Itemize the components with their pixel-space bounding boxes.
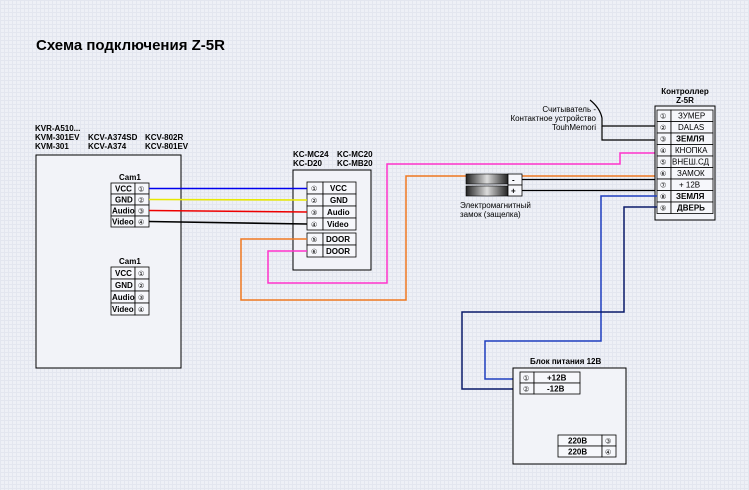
monitor-gnd: GND [330, 196, 348, 205]
model-kcv-a374sd: KCV-A374SD [88, 133, 138, 142]
cam1-a-num-2: ② [138, 197, 144, 205]
ctrl-num-1: ① [660, 113, 666, 121]
cam1-a-audio: Audio [112, 207, 135, 216]
diagram-title: Схема подключения Z-5R [36, 37, 225, 54]
ctrl-num-2: ② [660, 124, 666, 132]
monitor-audio: Audio [327, 208, 350, 217]
ctrl-num-9: ⑨ [660, 205, 666, 213]
psu-220-1: 220В [568, 437, 587, 446]
cam1-a-num-3: ③ [138, 208, 144, 216]
camera-box [35, 154, 182, 369]
monitor-models: KC-MC24 KC-MC20 KC-D20 KC-MB20 [293, 150, 373, 168]
psu-minus12: -12В [547, 385, 565, 394]
wire-door-orange [240, 175, 657, 301]
wire-door-magenta [267, 152, 657, 284]
monitor-model-kc-mc20: KC-MC20 [337, 150, 373, 159]
psu-num-2: ② [523, 386, 529, 394]
reader-line-2: Контактное устройство [510, 114, 596, 123]
cam1-a-vcc: VCC [115, 185, 132, 194]
reader-line-1: Считыватель - [542, 105, 596, 114]
ctrl-num-3: ③ [660, 136, 666, 144]
cam1-b-label: Cam1 [119, 257, 141, 266]
cam1-b-num-4: ④ [138, 306, 144, 314]
camera-monitor-wires [148, 187, 308, 225]
model-kcv-a374: KCV-A374 [88, 142, 127, 151]
lock-plus: + [511, 187, 516, 196]
psu-220-2: 220В [568, 448, 587, 457]
cam1-a-num-4: ④ [138, 219, 144, 227]
ctrl-vnesh-sd: ВНЕШ.СД [672, 158, 710, 167]
model-kvr-a510: KVR-A510... [35, 124, 80, 133]
wire-gnd [148, 198, 308, 201]
psu-num-3: ③ [605, 438, 611, 446]
lock-line-1: Электромагнитный [460, 201, 531, 210]
ctrl-zamok: ЗАМОК [677, 169, 705, 178]
wire-psu-minus [461, 206, 657, 390]
monitor-video: Video [327, 220, 349, 229]
psu-num-4: ④ [605, 449, 611, 457]
cam1-b-num-2: ② [138, 282, 144, 290]
psu-block: Блок питания 12В ① +12В ② -12В 220В ③ 22… [512, 357, 627, 465]
cam1-b-gnd: GND [115, 281, 133, 290]
psu-num-1: ① [523, 375, 529, 383]
monitor-num-3: ③ [311, 209, 317, 217]
controller-block: Контроллер Z-5R ① ЗУМЕР ② DALAS ③ ЗЕМЛЯ … [654, 87, 716, 221]
monitor-num-1: ① [311, 185, 317, 193]
monitor-model-kc-mc24: KC-MC24 [293, 150, 329, 159]
monitor-vcc: VCC [330, 184, 347, 193]
monitor-num-6: ⑥ [311, 248, 317, 256]
controller-title-2: Z-5R [676, 96, 694, 105]
monitor-model-kc-mb20: KC-MB20 [337, 159, 373, 168]
cam1-b-video: Video [112, 305, 134, 314]
cam1-b-audio: Audio [112, 293, 135, 302]
wire-audio [148, 209, 308, 213]
psu-plus12: +12В [547, 374, 567, 383]
ctrl-zumer: ЗУМЕР [678, 112, 705, 121]
ctrl-zemlya-2: ЗЕМЛЯ [676, 192, 705, 201]
ctrl-dalas: DALAS [678, 123, 704, 132]
lock-magnet-2 [465, 185, 509, 197]
cam1-b-num-3: ③ [138, 294, 144, 302]
camera-models: KVR-A510... KVM-301EV KVM-301 KCV-A374SD… [35, 124, 189, 151]
ctrl-zemlya-1: ЗЕМЛЯ [676, 135, 705, 144]
lock-minus: - [512, 176, 515, 185]
monitor-terminal-block: ① VCC ② GND ③ Audio ④ Video ⑤ DOOR ⑥ DOO… [306, 181, 357, 258]
model-kcv-801ev: KCV-801EV [145, 142, 189, 151]
reader-line-3: TouhMemori [552, 123, 596, 132]
ctrl-knopka: КНОПКА [675, 146, 708, 155]
model-kvm-301ev: KVM-301EV [35, 133, 80, 142]
lock-block: - + Электромагнитный замок (защелка) [460, 173, 657, 219]
lock-magnet-1 [465, 173, 509, 185]
psu-title: Блок питания 12В [530, 357, 601, 366]
reader-block: Считыватель - Контактное устройство Touh… [510, 99, 657, 141]
lock-line-2: замок (защелка) [460, 210, 521, 219]
cam1-b-num-1: ① [138, 270, 144, 278]
controller-title-1: Контроллер [661, 87, 709, 96]
monitor-num-4: ④ [311, 221, 317, 229]
ctrl-num-8: ⑧ [660, 193, 666, 201]
cam1-a-video: Video [112, 218, 134, 227]
cam1-terminal-block-a: Cam1 VCC ① GND ② Audio ③ Video ④ [110, 173, 150, 228]
cam1-a-num-1: ① [138, 186, 144, 194]
ctrl-num-6: ⑥ [660, 170, 666, 178]
ctrl-plus12: + 12В [679, 181, 700, 190]
monitor-door-1: DOOR [326, 235, 350, 244]
ctrl-dver: ДВЕРЬ [677, 204, 705, 213]
cam1-a-label: Cam1 [119, 173, 141, 182]
monitor-door-2: DOOR [326, 247, 350, 256]
cam1-terminal-block-b: Cam1 VCC ① GND ② Audio ③ Video ④ [110, 257, 150, 316]
wire-video [148, 220, 308, 225]
ctrl-num-7: ⑦ [660, 182, 666, 190]
model-kcv-802r: KCV-802R [145, 133, 183, 142]
cam1-a-gnd: GND [115, 196, 133, 205]
cam1-b-vcc: VCC [115, 269, 132, 278]
model-kvm-301: KVM-301 [35, 142, 69, 151]
monitor-model-kc-d20: KC-D20 [293, 159, 322, 168]
ctrl-num-4: ④ [660, 147, 666, 155]
monitor-num-2: ② [311, 197, 317, 205]
wire-psu-plus [484, 195, 657, 380]
ctrl-num-5: ⑤ [660, 159, 666, 167]
monitor-num-5: ⑤ [311, 236, 317, 244]
